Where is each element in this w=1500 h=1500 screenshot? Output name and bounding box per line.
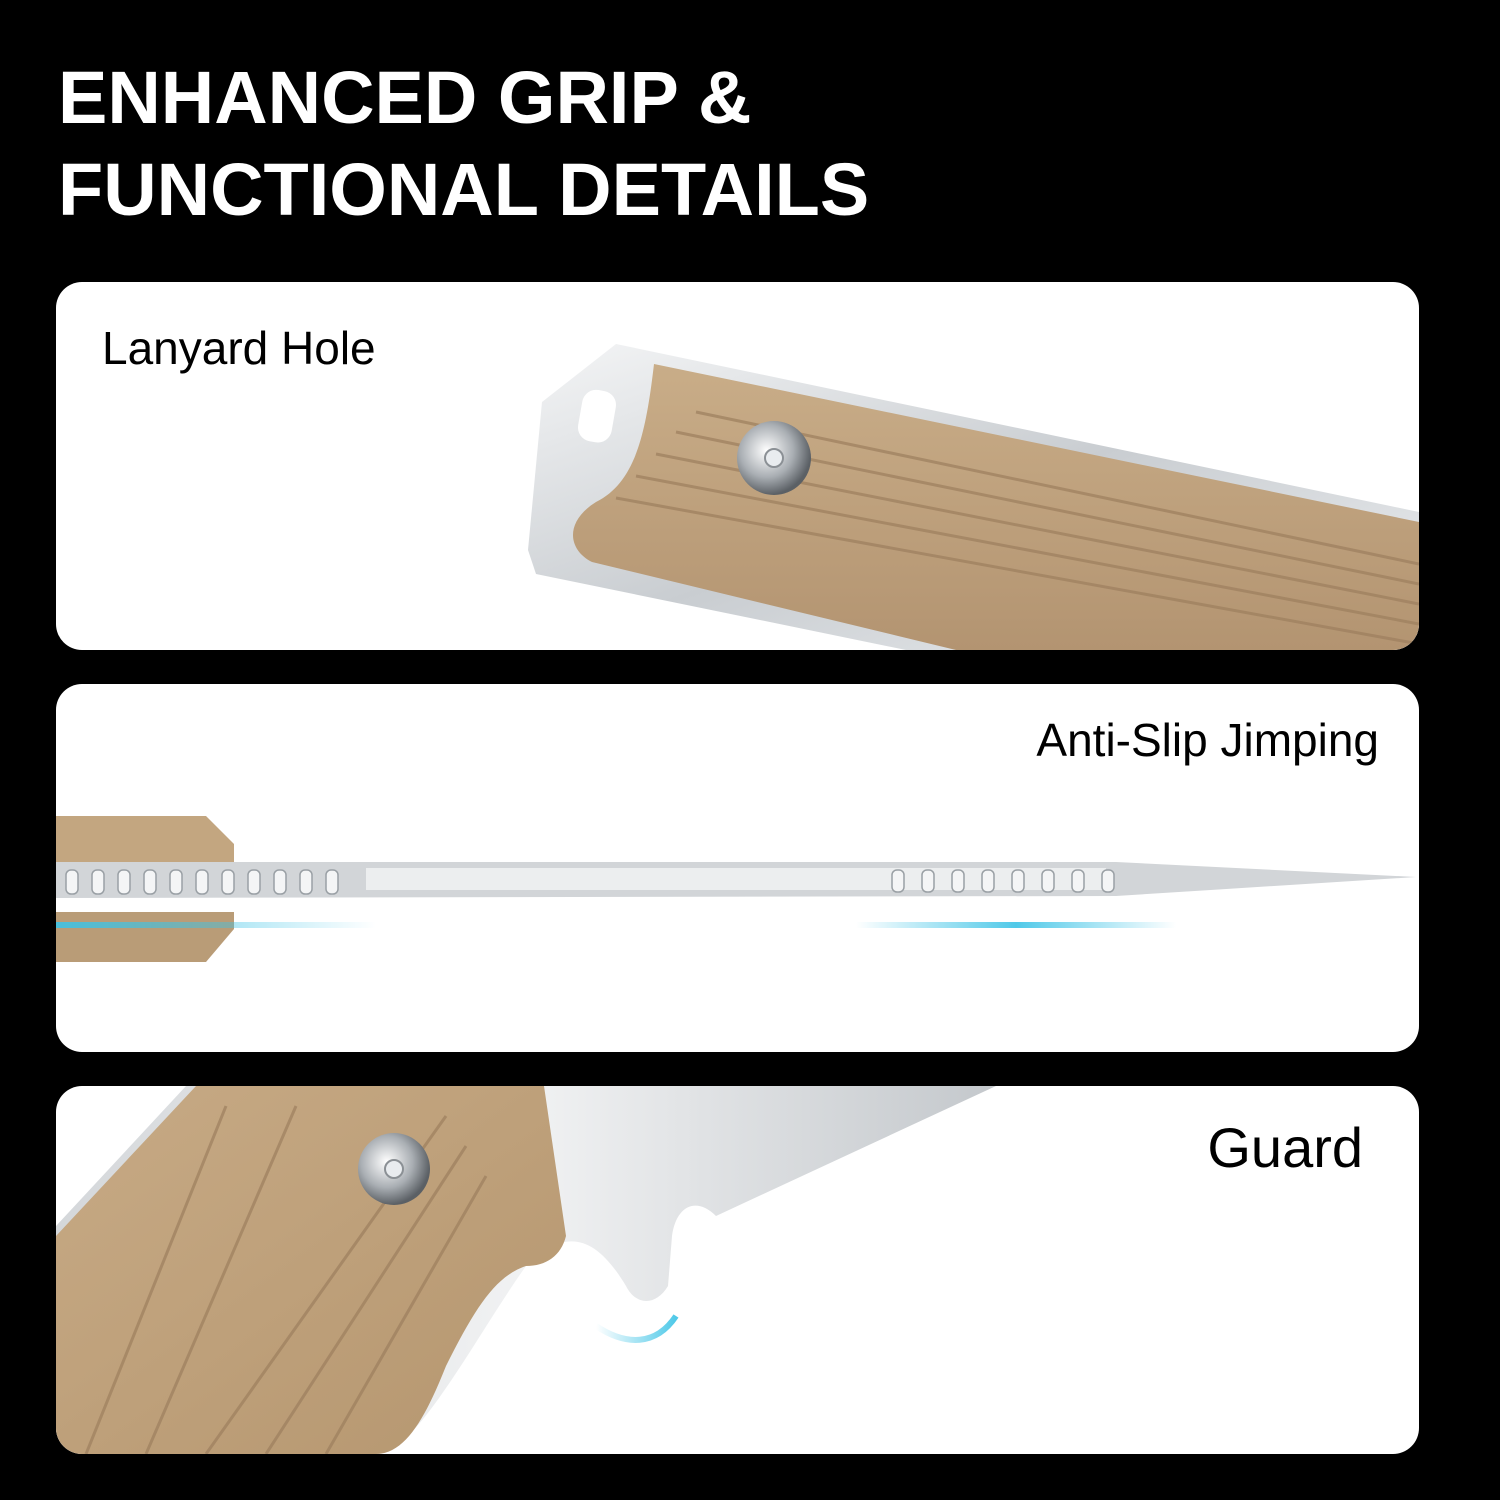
knife-pommel-image [528,344,1419,650]
knife-spine-image [56,816,1416,962]
label-guard: Guard [1207,1116,1363,1179]
feature-panel-guard: Guard [56,1086,1419,1454]
feature-panel-anti-slip-jimping: Anti-Slip Jimping [56,684,1419,1052]
label-lanyard-hole: Lanyard Hole [102,322,376,374]
title-line-2: FUNCTIONAL DETAILS [58,148,870,231]
label-anti-slip-jimping: Anti-Slip Jimping [1036,714,1379,766]
page-title: ENHANCED GRIP & FUNCTIONAL DETAILS [58,52,869,236]
feature-panel-lanyard-hole: Lanyard Hole [56,282,1419,650]
knife-guard-image [56,1086,996,1454]
lanyard-hole [577,389,617,443]
title-line-1: ENHANCED GRIP & [58,56,752,139]
